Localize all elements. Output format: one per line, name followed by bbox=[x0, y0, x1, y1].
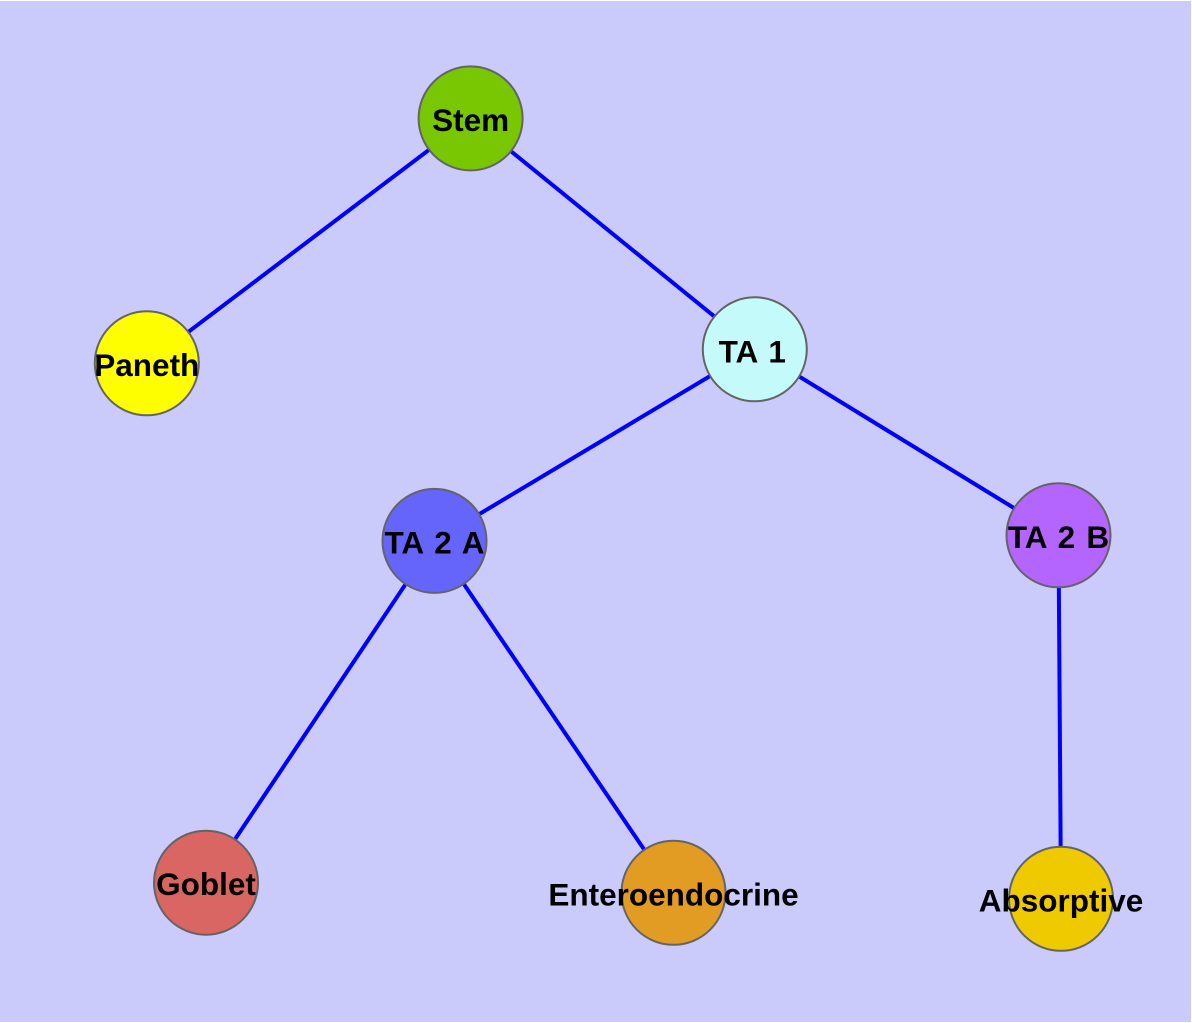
svg-text:TA 1: TA 1 bbox=[719, 333, 786, 369]
svg-text:Paneth: Paneth bbox=[94, 347, 199, 383]
svg-text:TA 2 B: TA 2 B bbox=[1008, 519, 1109, 555]
svg-text:Enteroendocrine: Enteroendocrine bbox=[548, 876, 798, 912]
svg-text:Stem: Stem bbox=[432, 102, 509, 138]
svg-text:Goblet: Goblet bbox=[156, 866, 256, 902]
svg-text:TA 2 A: TA 2 A bbox=[384, 524, 484, 560]
svg-text:Absorptive: Absorptive bbox=[979, 882, 1144, 918]
